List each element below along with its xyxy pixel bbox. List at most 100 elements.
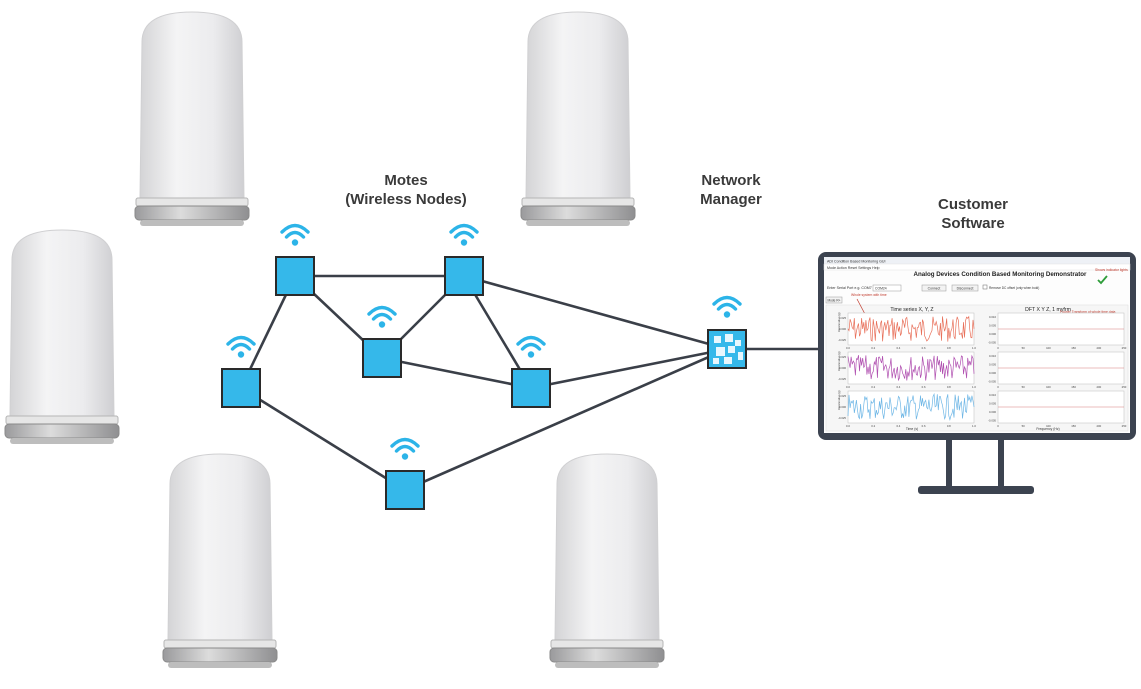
- motes-label: Motes (Wireless Nodes): [318, 171, 494, 209]
- sensor-enclosure-top-left: [134, 11, 250, 227]
- x-tick-label: 0.6: [922, 424, 926, 428]
- remove-dc-checkbox[interactable]: [982, 284, 988, 290]
- disconnect-button[interactable]: [951, 284, 979, 292]
- time-note: Whole system with time: [851, 293, 887, 297]
- y-tick-label: 0.000: [839, 327, 846, 331]
- time-series-panel: [847, 390, 975, 424]
- y-tick-label: -0.025: [838, 377, 846, 381]
- x-tick-label: 0.2: [871, 424, 875, 428]
- fft-x-tick-label: 50: [1022, 346, 1026, 350]
- y-axis-label: Acceleration (g): [837, 351, 841, 371]
- fft-x-tick-label: 0: [997, 424, 999, 428]
- link-n4-n6: [240, 386, 406, 492]
- mote-node: [385, 470, 425, 510]
- motes-label-line1: Motes: [384, 172, 428, 189]
- remove-dc-label: Remove DC offset (only when bold): [989, 286, 1039, 290]
- x-tick-label: 1.0: [972, 346, 976, 350]
- network-manager-node: [707, 329, 747, 369]
- mote-node: [362, 338, 402, 378]
- fft-x-tick-label: 100: [1046, 346, 1051, 350]
- window-title: ADI Condition Based Monitoring GUI: [827, 260, 886, 264]
- customer-software-label: Customer Software: [908, 195, 1038, 233]
- x-tick-label: 0.6: [922, 385, 926, 389]
- fft-y-tick-label: 0.010: [989, 315, 996, 319]
- fft-y-tick-label: -0.005: [988, 380, 996, 384]
- customer-software-label-line2: Software: [941, 215, 1005, 232]
- monitor: ADI Condition Based Monitoring GUI Mode …: [818, 252, 1136, 494]
- motes-label-line2: (Wireless Nodes): [345, 191, 467, 208]
- mode-button[interactable]: [825, 296, 843, 304]
- x-tick-label: 0.2: [871, 385, 875, 389]
- y-tick-label: 0.000: [839, 405, 846, 409]
- fft-title: DFT X Y Z, 1 myfrm: [1025, 307, 1071, 313]
- fft-y-tick-label: 0.000: [989, 371, 996, 375]
- fft-x-tick-label: 200: [1096, 346, 1101, 350]
- x-tick-label: 1.0: [972, 385, 976, 389]
- network-manager-label-line2: Manager: [700, 191, 762, 208]
- y-tick-label: 0.000: [839, 366, 846, 370]
- fft-x-tick-label: 250: [1122, 385, 1127, 389]
- customer-software-label-line1: Customer: [937, 196, 1008, 213]
- wifi-icon: [712, 295, 742, 320]
- time-series-title: Time series X, Y, Z: [890, 307, 933, 313]
- fft-y-tick-label: 0.010: [989, 354, 996, 358]
- fft-x-tick-label: 50: [1022, 424, 1026, 428]
- wifi-icon: [449, 223, 479, 248]
- fft-x-tick-label: 150: [1071, 385, 1076, 389]
- wifi-icon: [280, 223, 310, 248]
- fft-x-tick-label: 150: [1071, 424, 1076, 428]
- fft-x-tick-label: 50: [1022, 385, 1026, 389]
- fft-note: Fourier Transform of whole time data: [1060, 310, 1116, 314]
- connect-button[interactable]: [921, 284, 947, 292]
- fft-x-tick-label: 0: [997, 346, 999, 350]
- fft-x-tick-label: 200: [1096, 385, 1101, 389]
- fft-x-tick-label: 250: [1122, 424, 1127, 428]
- fft-y-tick-label: 0.005: [989, 402, 996, 406]
- serial-port-input[interactable]: [872, 284, 902, 292]
- network-manager-label: Network Manager: [676, 171, 786, 209]
- y-tick-label: 0.025: [839, 316, 846, 320]
- wifi-icon: [367, 305, 397, 330]
- sensor-enclosure-top-right: [520, 11, 636, 227]
- wifi-icon: [390, 437, 420, 462]
- connect-button-label: Connect: [928, 286, 941, 290]
- sensor-enclosure-left: [4, 229, 120, 445]
- x-tick-label: 0.0: [846, 424, 850, 428]
- wifi-icon: [516, 335, 546, 360]
- x-tick-label: 1.0: [972, 424, 976, 428]
- x-tick-label: 0.8: [947, 385, 951, 389]
- time-series-trace: [847, 315, 975, 342]
- time-xlabel: Time (s): [906, 427, 918, 431]
- y-tick-label: 0.025: [839, 355, 846, 359]
- app-title: Analog Devices Condition Based Monitorin…: [914, 271, 1088, 278]
- y-tick-label: -0.025: [838, 416, 846, 420]
- fft-y-tick-label: 0.005: [989, 363, 996, 367]
- check-icon: [1097, 275, 1108, 285]
- mote-node: [511, 368, 551, 408]
- status-note: Shows indicator lights: [1095, 268, 1128, 272]
- time-series-trace: [847, 354, 975, 382]
- mode-button-label: Mode R+: [827, 298, 840, 302]
- fft-x-tick-label: 100: [1046, 424, 1051, 428]
- sensor-enclosure-bottom-left: [162, 453, 278, 669]
- link-n5-manager: [530, 347, 728, 390]
- y-tick-label: 0.025: [839, 394, 846, 398]
- fft-y-tick-label: -0.005: [988, 341, 996, 345]
- fft-y-tick-label: 0.000: [989, 332, 996, 336]
- x-tick-label: 0.4: [896, 424, 900, 428]
- link-n2-manager: [463, 274, 728, 351]
- fft-x-tick-label: 150: [1071, 346, 1076, 350]
- fft-x-tick-label: 100: [1046, 385, 1051, 389]
- x-tick-label: 0.0: [846, 346, 850, 350]
- x-tick-label: 0.0: [846, 385, 850, 389]
- mote-node: [444, 256, 484, 296]
- y-tick-label: -0.025: [838, 338, 846, 342]
- menu-bar[interactable]: Mode Action Reset Settings Help: [827, 266, 880, 270]
- fft-y-tick-label: 0.000: [989, 410, 996, 414]
- fft-xlabel: Frequency (Hz): [1036, 427, 1059, 431]
- time-series-trace: [847, 392, 975, 422]
- sensor-enclosure-bottom-right: [549, 453, 665, 669]
- x-tick-label: 0.8: [947, 424, 951, 428]
